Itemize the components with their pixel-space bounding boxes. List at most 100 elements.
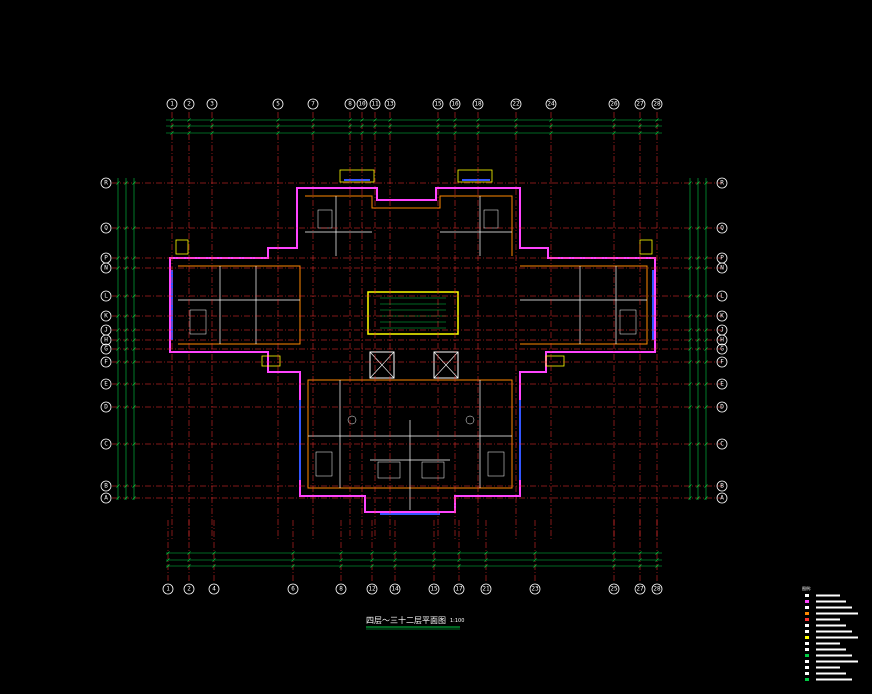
svg-text:F: F xyxy=(104,359,108,366)
legend-item xyxy=(805,612,858,615)
svg-text:P: P xyxy=(104,255,108,262)
svg-text:28: 28 xyxy=(653,101,661,108)
exterior-wall xyxy=(169,187,656,513)
right-axis-C: C xyxy=(716,438,728,450)
svg-text:Q: Q xyxy=(720,225,724,232)
svg-text:14: 14 xyxy=(391,586,399,593)
legend-item xyxy=(805,636,858,639)
legend-item xyxy=(805,618,840,621)
top-axis-5: 5 xyxy=(272,98,284,110)
right-axis-Q: Q xyxy=(716,222,728,234)
legend-item xyxy=(805,648,846,651)
svg-text:21: 21 xyxy=(482,586,490,593)
svg-text:B: B xyxy=(104,483,108,490)
svg-text:C: C xyxy=(720,441,724,448)
elevator-shaft xyxy=(433,351,459,379)
right-axis-E: E xyxy=(716,378,728,390)
left-axis-F: F xyxy=(100,356,112,368)
svg-text:27: 27 xyxy=(636,586,644,593)
svg-text:10: 10 xyxy=(358,101,366,108)
bottom-axis-2: 2 xyxy=(183,583,195,595)
top-axis-24: 24 xyxy=(545,98,557,110)
svg-text:K: K xyxy=(720,313,724,320)
top-axis-28: 28 xyxy=(651,98,663,110)
svg-text:28: 28 xyxy=(653,586,661,593)
svg-text:18: 18 xyxy=(474,101,482,108)
svg-text:F: F xyxy=(720,359,724,366)
bottom-axis-15: 15 xyxy=(428,583,440,595)
svg-text:8: 8 xyxy=(348,101,352,108)
top-axis-13: 13 xyxy=(384,98,396,110)
balcony-rails xyxy=(175,169,653,367)
grid-lines xyxy=(112,112,722,583)
right-axis-K: K xyxy=(716,310,728,322)
legend-item xyxy=(805,594,840,597)
top-axis-18: 18 xyxy=(472,98,484,110)
bottom-axis-1: 1 xyxy=(162,583,174,595)
svg-text:2: 2 xyxy=(187,586,191,593)
bottom-axis-12: 12 xyxy=(366,583,378,595)
bottom-axis-21: 21 xyxy=(480,583,492,595)
left-axis-H: H xyxy=(100,334,112,346)
svg-text:P: P xyxy=(720,255,724,262)
right-axis-R: R xyxy=(716,177,728,189)
svg-text:17: 17 xyxy=(455,586,463,593)
top-axis-2: 2 xyxy=(183,98,195,110)
svg-text:A: A xyxy=(104,495,108,502)
svg-text:H: H xyxy=(104,337,108,344)
dimension-lines xyxy=(116,118,708,568)
legend-item xyxy=(805,678,852,681)
interior-wall xyxy=(178,195,648,489)
left-axis-R: R xyxy=(100,177,112,189)
left-axis-K: K xyxy=(100,310,112,322)
left-axis-C: C xyxy=(100,438,112,450)
left-axis-A: A xyxy=(100,492,112,504)
svg-text:N: N xyxy=(720,265,724,272)
top-axis-16: 16 xyxy=(449,98,461,110)
svg-text:A: A xyxy=(720,495,724,502)
svg-text:6: 6 xyxy=(291,586,295,593)
right-axis-F: F xyxy=(716,356,728,368)
svg-text:5: 5 xyxy=(276,101,280,108)
stair-core xyxy=(367,291,459,335)
svg-text:Q: Q xyxy=(104,225,108,232)
svg-text:D: D xyxy=(720,404,724,411)
legend: 图例: xyxy=(802,585,858,681)
left-axis-E: E xyxy=(100,378,112,390)
svg-text:E: E xyxy=(720,381,724,388)
svg-text:G: G xyxy=(104,346,108,353)
legend-item xyxy=(805,642,840,645)
right-axis-A: A xyxy=(716,492,728,504)
svg-text:22: 22 xyxy=(512,101,520,108)
svg-text:2: 2 xyxy=(187,101,191,108)
svg-text:G: G xyxy=(720,346,724,353)
svg-text:L: L xyxy=(104,293,108,300)
left-axis-D: D xyxy=(100,401,112,413)
drawing-title: 四层～三十二层平面图 xyxy=(366,615,446,625)
left-axis-G: G xyxy=(100,343,112,355)
bottom-axis-28: 28 xyxy=(651,583,663,595)
svg-text:K: K xyxy=(104,313,108,320)
top-axis-26: 26 xyxy=(608,98,620,110)
svg-text:R: R xyxy=(104,180,108,187)
left-axis-N: N xyxy=(100,262,112,274)
svg-text:N: N xyxy=(104,265,108,272)
svg-text:4: 4 xyxy=(212,586,216,593)
svg-text:15: 15 xyxy=(434,101,442,108)
legend-item xyxy=(805,624,846,627)
legend-item xyxy=(805,666,840,669)
svg-text:7: 7 xyxy=(311,101,315,108)
legend-item xyxy=(805,606,852,609)
right-axis-H: H xyxy=(716,334,728,346)
svg-text:E: E xyxy=(104,381,108,388)
svg-text:8: 8 xyxy=(339,586,343,593)
svg-text:16: 16 xyxy=(451,101,459,108)
svg-text:27: 27 xyxy=(636,101,644,108)
svg-text:J: J xyxy=(104,327,108,334)
left-axis-Q: Q xyxy=(100,222,112,234)
top-axis-7: 7 xyxy=(307,98,319,110)
legend-item xyxy=(805,672,846,675)
top-axis-11: 11 xyxy=(369,98,381,110)
svg-text:23: 23 xyxy=(531,586,539,593)
